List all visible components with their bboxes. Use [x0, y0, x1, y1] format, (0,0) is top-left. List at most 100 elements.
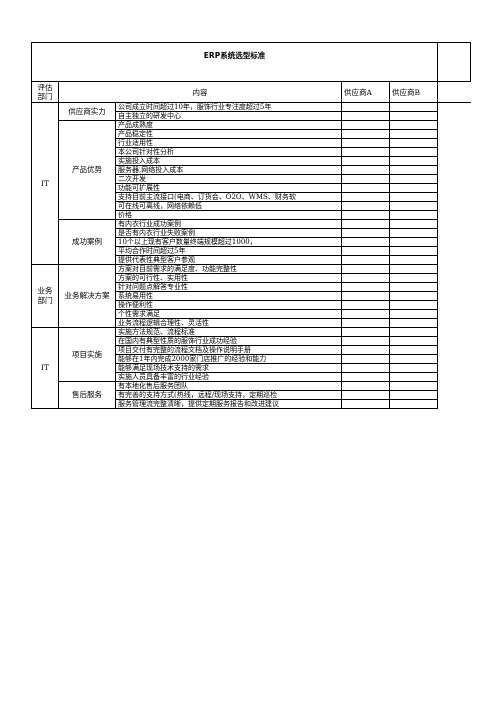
vendor-a-score-cell[interactable] — [341, 390, 390, 400]
empty-cell — [438, 292, 471, 301]
dept-cell: IT — [31, 102, 59, 265]
vendor-b-score-cell[interactable] — [389, 183, 438, 193]
vendor-a-score-cell[interactable] — [341, 399, 390, 409]
empty-cell — [438, 301, 471, 310]
vendor-b-score-cell[interactable] — [389, 399, 438, 409]
vendor-a-score-cell[interactable] — [341, 111, 390, 121]
vendor-a-score-cell[interactable] — [341, 120, 390, 130]
criterion-cell: 公司成立时间超过10年，服饰行业专注度超过5年 — [115, 102, 342, 112]
criterion-cell: 有内衣行业成功案例 — [115, 219, 342, 229]
empty-cell — [438, 283, 471, 292]
vendor-b-score-cell[interactable] — [389, 219, 438, 229]
vendor-a-score-cell[interactable] — [341, 147, 390, 157]
criterion-cell: 有本地化售后服务团队 — [115, 381, 342, 391]
vendor-b-score-cell[interactable] — [389, 237, 438, 247]
vendor-b-score-cell[interactable] — [389, 273, 438, 283]
vendor-a-score-cell[interactable] — [341, 174, 390, 184]
header-vendor-a: 供应商A — [341, 81, 390, 103]
vendor-a-score-cell[interactable] — [341, 264, 390, 274]
vendor-b-score-cell[interactable] — [389, 192, 438, 202]
vendor-a-score-cell[interactable] — [341, 129, 390, 139]
criterion-cell: 操作便利性 — [115, 300, 342, 310]
vendor-b-score-cell[interactable] — [389, 111, 438, 121]
vendor-b-score-cell[interactable] — [389, 264, 438, 274]
vendor-a-score-cell[interactable] — [341, 102, 390, 112]
vendor-b-score-cell[interactable] — [389, 300, 438, 310]
vendor-a-score-cell[interactable] — [341, 165, 390, 175]
vendor-b-score-cell[interactable] — [389, 246, 438, 256]
vendor-b-score-cell[interactable] — [389, 165, 438, 175]
vendor-a-score-cell[interactable] — [341, 282, 390, 292]
vendor-b-score-cell[interactable] — [389, 228, 438, 238]
vendor-a-score-cell[interactable] — [341, 201, 390, 211]
vendor-a-score-cell[interactable] — [341, 210, 390, 220]
sheet-title: ERP系统选型标准 — [31, 42, 438, 82]
vendor-a-score-cell[interactable] — [341, 237, 390, 247]
category-cell: 成功案例 — [58, 219, 116, 265]
vendor-a-score-cell[interactable] — [341, 183, 390, 193]
criterion-cell: 能够在1年内完成2000家门店推广的经验和能力 — [115, 354, 342, 364]
vendor-a-score-cell[interactable] — [341, 309, 390, 319]
criterion-cell: 支持目前主流接口(电商、订货会、O2O、WMS、财务软 — [115, 192, 342, 202]
vendor-b-score-cell[interactable] — [389, 345, 438, 355]
vendor-a-score-cell[interactable] — [341, 273, 390, 283]
vendor-b-score-cell[interactable] — [389, 174, 438, 184]
empty-cell — [438, 112, 471, 121]
vendor-a-score-cell[interactable] — [341, 327, 390, 337]
vendor-b-score-cell[interactable] — [389, 129, 438, 139]
empty-cell — [437, 42, 471, 82]
vendor-a-score-cell[interactable] — [341, 228, 390, 238]
empty-cell — [438, 319, 471, 328]
vendor-b-score-cell[interactable] — [389, 282, 438, 292]
empty-cell — [438, 373, 471, 382]
vendor-a-score-cell[interactable] — [341, 345, 390, 355]
criterion-cell: 方案的可行性、实用性 — [115, 273, 342, 283]
vendor-a-score-cell[interactable] — [341, 381, 390, 391]
vendor-b-score-cell[interactable] — [389, 255, 438, 265]
vendor-a-score-cell[interactable] — [341, 138, 390, 148]
vendor-a-score-cell[interactable] — [341, 156, 390, 166]
vendor-a-score-cell[interactable] — [341, 363, 390, 373]
vendor-b-score-cell[interactable] — [389, 291, 438, 301]
vendor-b-score-cell[interactable] — [389, 147, 438, 157]
vendor-b-score-cell[interactable] — [389, 120, 438, 130]
empty-cell — [438, 400, 471, 409]
vendor-b-score-cell[interactable] — [389, 138, 438, 148]
vendor-b-score-cell[interactable] — [389, 354, 438, 364]
category-cell: 供应商实力 — [58, 102, 116, 121]
vendor-a-score-cell[interactable] — [341, 192, 390, 202]
vendor-b-score-cell[interactable] — [389, 309, 438, 319]
vendor-a-score-cell[interactable] — [341, 318, 390, 328]
vendor-a-score-cell[interactable] — [341, 336, 390, 346]
vendor-a-score-cell[interactable] — [341, 219, 390, 229]
empty-cell — [438, 166, 471, 175]
criterion-cell: 实施方法规范、流程标准 — [115, 327, 342, 337]
vendor-b-score-cell[interactable] — [389, 336, 438, 346]
vendor-b-score-cell[interactable] — [389, 102, 438, 112]
vendor-a-score-cell[interactable] — [341, 255, 390, 265]
vendor-b-score-cell[interactable] — [389, 156, 438, 166]
vendor-a-score-cell[interactable] — [341, 300, 390, 310]
vendor-b-score-cell[interactable] — [389, 390, 438, 400]
vendor-b-score-cell[interactable] — [389, 327, 438, 337]
empty-cell — [438, 184, 471, 193]
empty-cell — [438, 202, 471, 211]
vendor-b-score-cell[interactable] — [389, 372, 438, 382]
empty-cell — [438, 148, 471, 157]
criterion-cell: 针对问题点解答专业性 — [115, 282, 342, 292]
vendor-b-score-cell[interactable] — [389, 201, 438, 211]
criterion-cell: 本公司针对性分析 — [115, 147, 342, 157]
vendor-a-score-cell[interactable] — [341, 246, 390, 256]
vendor-a-score-cell[interactable] — [341, 291, 390, 301]
vendor-a-score-cell[interactable] — [341, 354, 390, 364]
vendor-b-score-cell[interactable] — [389, 210, 438, 220]
vendor-b-score-cell[interactable] — [389, 381, 438, 391]
vendor-a-score-cell[interactable] — [341, 372, 390, 382]
empty-cell — [438, 157, 471, 166]
vendor-b-score-cell[interactable] — [389, 318, 438, 328]
header-dept: 评估 部门 — [31, 81, 59, 103]
empty-cell — [438, 229, 471, 238]
vendor-b-score-cell[interactable] — [389, 363, 438, 373]
